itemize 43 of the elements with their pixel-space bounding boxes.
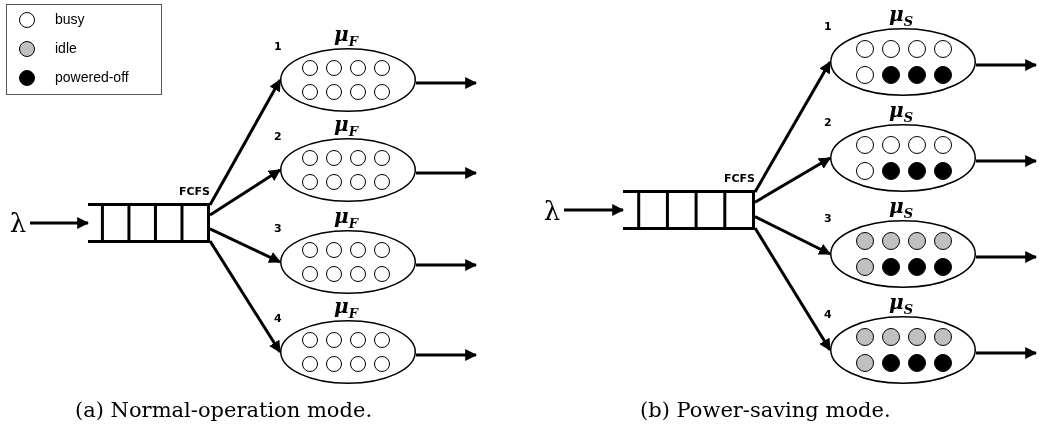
arrow (976, 347, 1038, 359)
server-group-number: 1 (824, 20, 832, 33)
service-rate-label: μ$_{S}$ (889, 195, 914, 223)
caption-text: (a) Normal-operation mode. (75, 398, 373, 422)
arrival-rate-label: λ (540, 196, 564, 226)
arrow (208, 240, 282, 353)
server-group-number: 2 (824, 116, 832, 129)
arrow (754, 156, 832, 204)
service-rate-label: μ$_{S}$ (889, 291, 914, 319)
legend-label: busy (55, 10, 85, 28)
service-rate-label: μ$_{F}$ (334, 205, 358, 233)
server-group-number: 2 (274, 130, 282, 143)
caption-text: (b) Power-saving mode. (640, 398, 891, 422)
arrow (208, 78, 282, 206)
service-rate-label: μ$_{S}$ (889, 99, 914, 127)
arrow (976, 155, 1038, 167)
service-rate-label: μ$_{S}$ (889, 3, 914, 31)
arrow (416, 259, 478, 271)
server-group-number: 4 (274, 312, 282, 325)
arrow (209, 227, 282, 264)
arrow (976, 59, 1038, 71)
legend-label: powered-off (55, 68, 129, 86)
arrow (753, 60, 832, 193)
arrow (754, 215, 832, 256)
service-rate-label: μ$_{F}$ (334, 23, 358, 51)
arrow (209, 168, 281, 217)
server-group-number: 3 (274, 222, 282, 235)
arrow (564, 204, 625, 216)
service-rate-label: μ$_{F}$ (334, 113, 358, 141)
queue-discipline-label: FCFS (178, 185, 210, 198)
arrival-rate-label: λ (6, 208, 30, 238)
queue-discipline-label: FCFS (723, 172, 755, 185)
server-group-number: 3 (824, 212, 832, 225)
server-group-number: 1 (274, 40, 282, 53)
service-rate-label: μ$_{F}$ (334, 295, 358, 323)
legend-label: idle (55, 39, 77, 57)
arrow (416, 77, 478, 89)
arrow (976, 251, 1038, 263)
arrow (753, 227, 832, 351)
server-group-number: 4 (824, 308, 832, 321)
arrow (416, 167, 478, 179)
arrow (30, 217, 90, 229)
arrow (416, 349, 478, 361)
